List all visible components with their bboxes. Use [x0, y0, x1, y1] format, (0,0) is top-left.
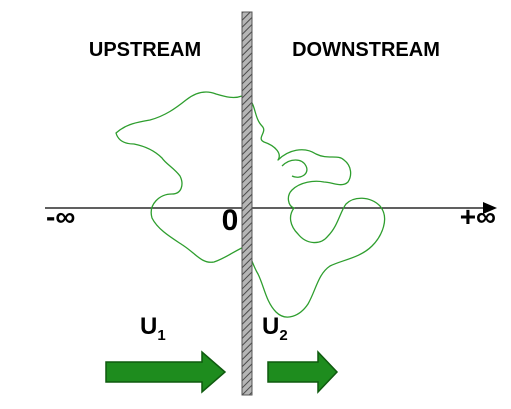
- axis-positive-infinity-label: +∞: [460, 201, 496, 232]
- downstream-velocity-subscript: 2: [279, 327, 287, 344]
- downstream-flow-arrow-icon: [267, 350, 339, 394]
- axis-origin-label: 0: [222, 204, 239, 237]
- horizontal-axis: [45, 202, 497, 214]
- hatched-wall: [241, 11, 253, 396]
- upstream-velocity-symbol: U: [140, 313, 157, 340]
- upstream-label: UPSTREAM: [89, 39, 201, 61]
- downstream-label: DOWNSTREAM: [292, 39, 440, 61]
- axis-negative-infinity-label: -∞: [46, 201, 75, 232]
- upstream-velocity-label: U1: [140, 313, 166, 344]
- turbulent-blob-outline: [115, 91, 386, 318]
- blob-inner-curl: [281, 159, 308, 178]
- downstream-velocity-symbol: U: [262, 313, 279, 340]
- downstream-velocity-label: U2: [262, 313, 288, 344]
- upstream-velocity-subscript: 1: [157, 327, 165, 344]
- axis-arrow-head-icon: [483, 202, 497, 214]
- upstream-flow-arrow-icon: [105, 350, 227, 394]
